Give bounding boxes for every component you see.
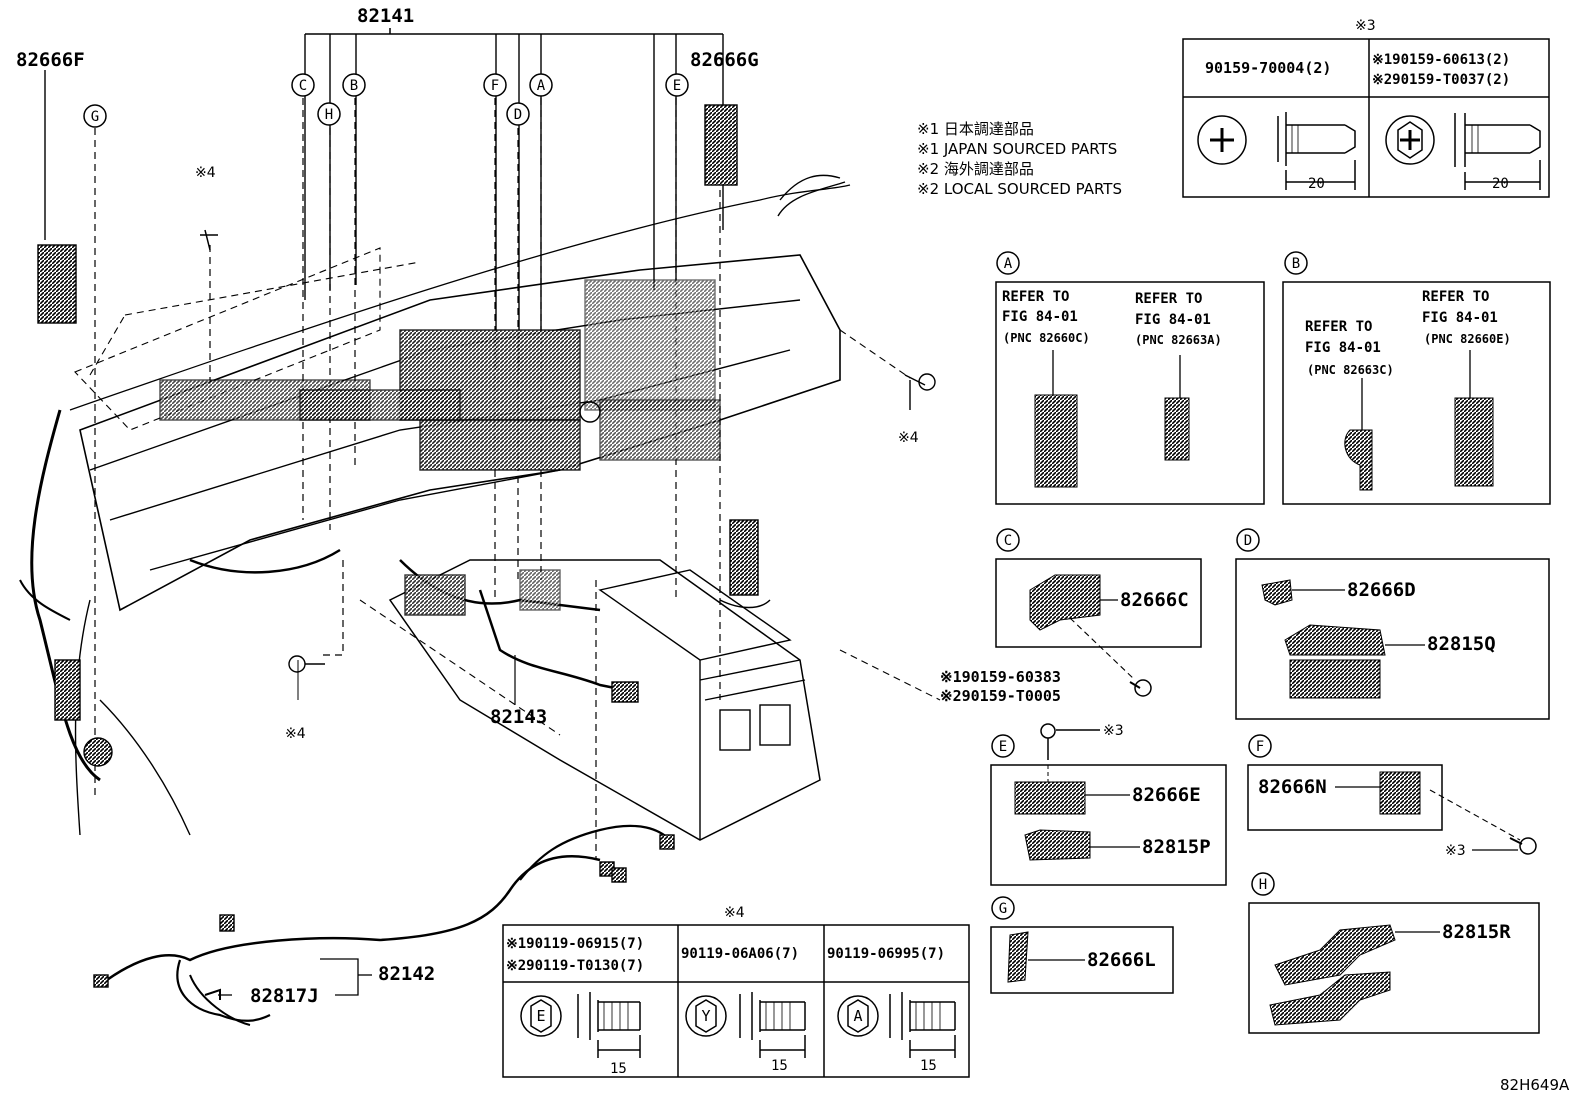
table3-col2-line1: ※190159-60613(2) — [1372, 52, 1510, 68]
legend-line-1: ※1 日本調達部品 — [917, 120, 1034, 138]
detail-f-callout: F — [1256, 739, 1264, 755]
table4-head-a: A — [853, 1007, 862, 1025]
detail-c-part: 82666C — [1120, 589, 1189, 611]
detail-d-part1: 82666D — [1347, 579, 1416, 601]
detail-a-ref2-l3: (PNC 82663A) — [1135, 333, 1222, 347]
table3-col1: 90159-70004(2) — [1205, 59, 1331, 77]
detail-b-ref1-l2: FIG 84-01 — [1305, 340, 1381, 356]
detail-e-callout: E — [999, 739, 1007, 755]
callout-f: F — [491, 78, 499, 94]
legend: ※1 日本調達部品 ※1 JAPAN SOURCED PARTS ※2 海外調達… — [917, 120, 1122, 198]
detail-b-ref2-l3: (PNC 82660E) — [1424, 332, 1511, 346]
drawing-code: 82H649A — [1500, 1076, 1570, 1094]
detail-d-callout: D — [1244, 533, 1252, 549]
detail-d-part2: 82815Q — [1427, 633, 1496, 655]
table4-dim-3: 15 — [920, 1058, 937, 1074]
detail-g-callout: G — [999, 901, 1007, 917]
detail-b: B REFER TO FIG 84-01 (PNC 82660E) REFER … — [1282, 251, 1551, 505]
table3-dim-1: 20 — [1308, 176, 1325, 192]
detail-f-part: 82666N — [1258, 776, 1327, 798]
callout-h: H — [325, 107, 333, 123]
table4-head-y: Y — [701, 1007, 710, 1025]
detail-h-part: 82815R — [1442, 921, 1511, 943]
callout-b: B — [350, 78, 358, 94]
label-82817j: 82817J — [250, 985, 319, 1007]
table4-col1-line2: ※290119-T0130(7) — [506, 958, 644, 974]
detail-b-callout: B — [1292, 256, 1300, 272]
table4-mark: ※4 — [724, 905, 745, 921]
table4-dim-2: 15 — [771, 1058, 788, 1074]
detail-f: F 82666N ※3 — [1247, 734, 1537, 859]
legend-line-2: ※1 JAPAN SOURCED PARTS — [917, 140, 1117, 158]
detail-a-ref1-l2: FIG 84-01 — [1002, 309, 1078, 325]
callout-c: C — [299, 78, 307, 94]
detail-f-mark: ※3 — [1445, 843, 1466, 859]
label-82666f: 82666F — [16, 49, 85, 71]
legend-line-4: ※2 LOCAL SOURCED PARTS — [917, 180, 1122, 198]
table3-dim-2: 20 — [1492, 176, 1509, 192]
table3-mark: ※3 — [1355, 18, 1376, 34]
detail-b-ref2-l1: REFER TO — [1422, 289, 1489, 305]
mark-4-right: ※4 — [898, 430, 919, 446]
detail-c-bolt2: ※290159-T0005 — [940, 687, 1061, 705]
detail-b-ref1-l3: (PNC 82663C) — [1307, 363, 1394, 377]
table4-col2: 90119-06A06(7) — [681, 946, 799, 962]
connector-82666f — [37, 244, 77, 324]
detail-a-ref1-l3: (PNC 82660C) — [1003, 331, 1090, 345]
label-82666g: 82666G — [690, 49, 759, 71]
detail-b-ref1-l1: REFER TO — [1305, 319, 1372, 335]
label-82141: 82141 — [357, 5, 414, 27]
detail-a-ref2-l2: FIG 84-01 — [1135, 312, 1211, 328]
detail-b-ref2-l2: FIG 84-01 — [1422, 310, 1498, 326]
table4-col1-line1: ※190119-06915(7) — [506, 936, 644, 952]
detail-c-bolt1: ※190159-60383 — [940, 668, 1061, 686]
detail-g-part: 82666L — [1087, 949, 1156, 971]
detail-c-callout: C — [1004, 533, 1012, 549]
detail-a: A REFER TO FIG 84-01 (PNC 82660C) REFER … — [995, 251, 1265, 505]
callout-g: G — [91, 109, 99, 125]
fastener-table-3: ※3 90159-70004(2) ※190159-60613(2) ※2901… — [1182, 18, 1550, 198]
detail-e-part2: 82815P — [1142, 836, 1211, 858]
label-82143: 82143 — [490, 706, 547, 728]
callout-d: D — [514, 107, 522, 123]
callout-circles — [83, 73, 689, 128]
callout-e: E — [673, 78, 681, 94]
detail-a-ref1-l1: REFER TO — [1002, 289, 1069, 305]
table4-col3: 90119-06995(7) — [827, 946, 945, 962]
detail-h: H 82815R — [1248, 872, 1540, 1034]
mark-4-bottom: ※4 — [285, 726, 306, 742]
table4-dim-1: 15 — [610, 1061, 627, 1077]
mark-4-top: ※4 — [195, 165, 216, 181]
table4-head-e: E — [536, 1007, 545, 1025]
detail-a-callout: A — [1004, 256, 1013, 272]
detail-e-part1: 82666E — [1132, 784, 1201, 806]
detail-e: E ※3 82666E 82815P — [990, 723, 1227, 886]
detail-h-callout: H — [1259, 877, 1267, 893]
label-82142: 82142 — [378, 963, 435, 985]
table3-col2-line2: ※290159-T0037(2) — [1372, 72, 1510, 88]
fastener-table-4: ※4 ※190119-06915(7) ※290119-T0130(7) 901… — [502, 905, 970, 1078]
main-illustration — [19, 28, 941, 1026]
detail-e-mark: ※3 — [1103, 723, 1124, 739]
detail-d: D 82666D 82815Q — [1235, 528, 1550, 720]
callout-a: A — [537, 78, 546, 94]
detail-a-ref2-l1: REFER TO — [1135, 291, 1202, 307]
legend-line-3: ※2 海外調達部品 — [917, 160, 1034, 178]
detail-c: C 82666C ※190159-60383 ※290159-T0005 — [940, 528, 1202, 705]
detail-g: G 82666L — [990, 896, 1174, 994]
connector-82666g — [704, 104, 738, 186]
